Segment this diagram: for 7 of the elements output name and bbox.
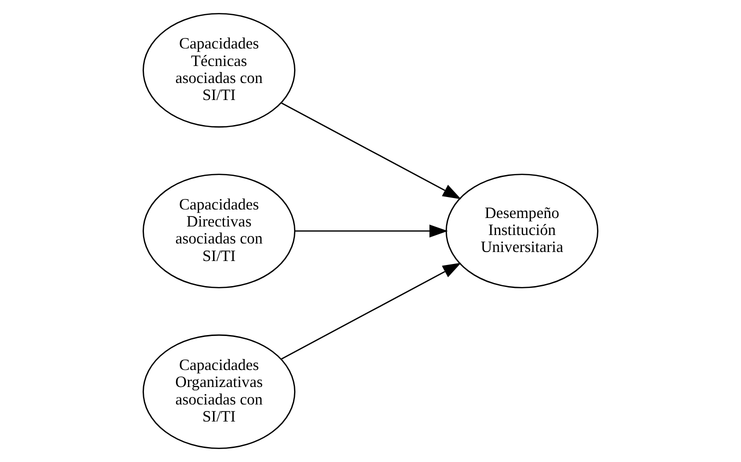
- node-ellipse: Capacidades Organizativas asociadas con SI/TI: [142, 334, 296, 449]
- arrow: [294, 224, 448, 238]
- arrow: [280, 102, 462, 200]
- arrow: [280, 262, 462, 360]
- node-ellipse: Capacidades Directivas asociadas con SI/TI: [142, 174, 296, 288]
- node-ellipse: Capacidades Técnicas asociadas con SI/TI: [142, 13, 296, 128]
- node-ellipse: Desempeño Institución Universitaria: [446, 174, 598, 288]
